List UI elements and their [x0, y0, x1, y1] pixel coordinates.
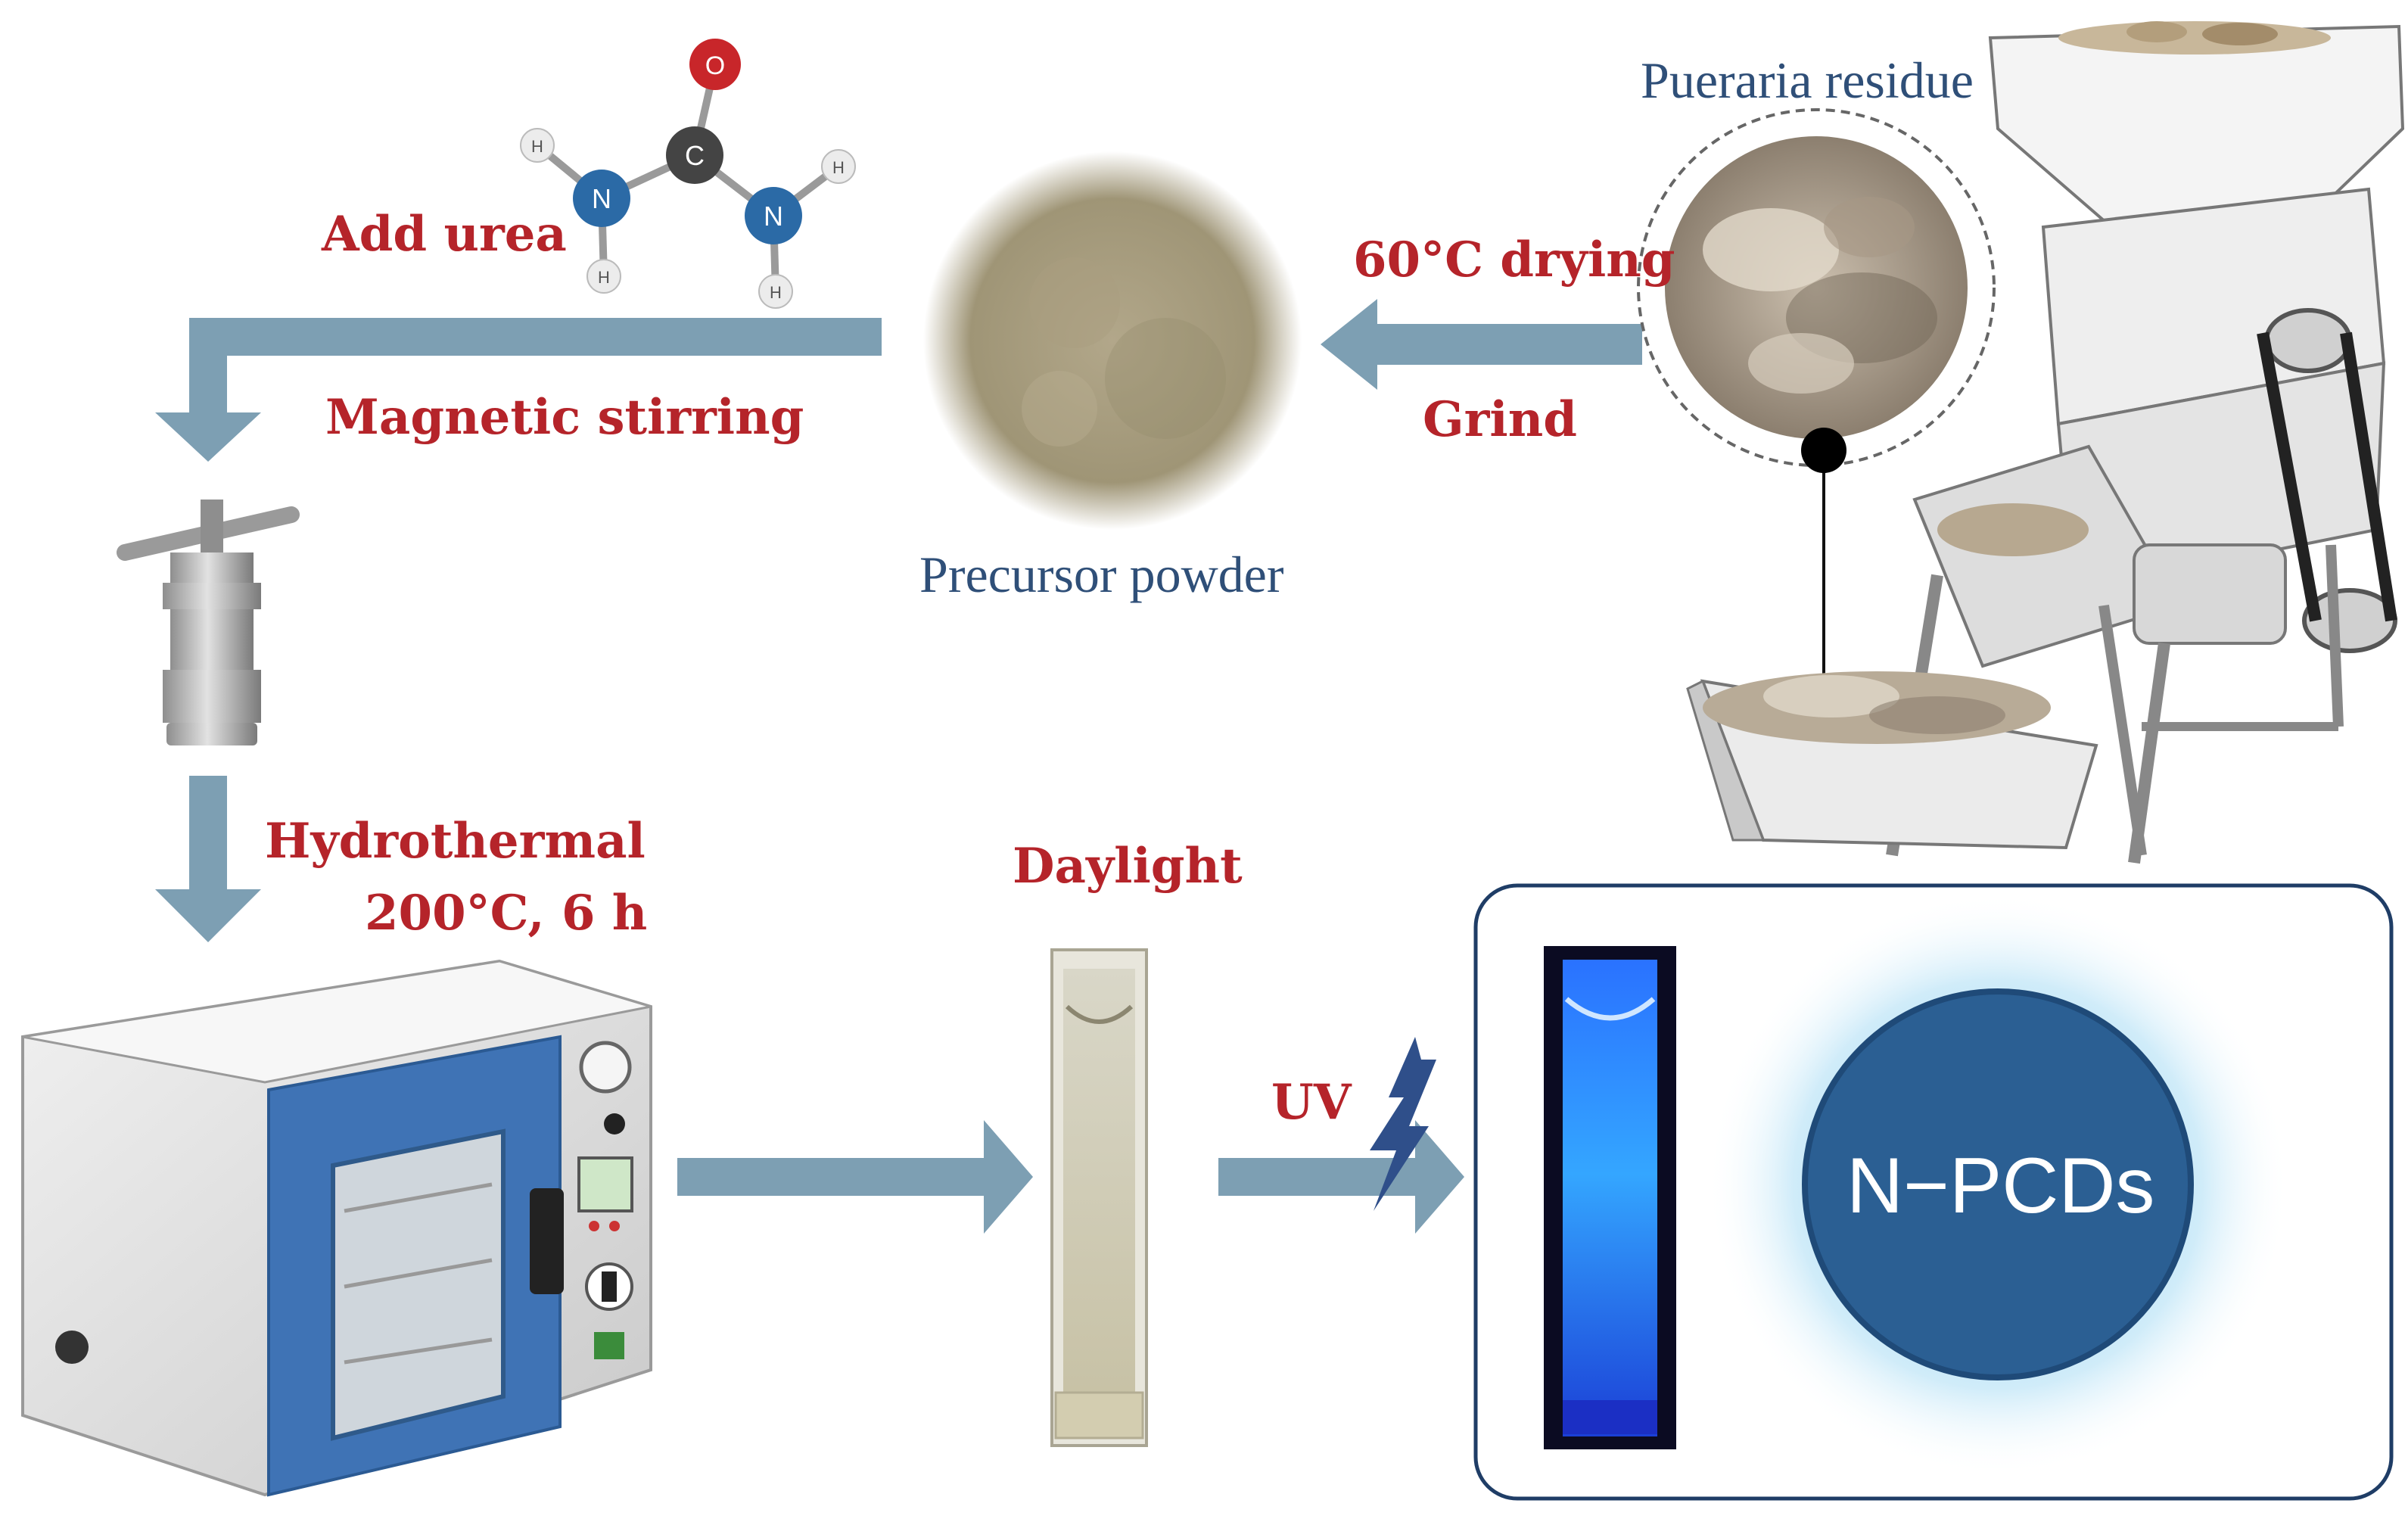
arrows: [155, 299, 1642, 1234]
atom-n-right: N: [764, 201, 783, 232]
atom-o: O: [705, 51, 725, 80]
arrow-cuvette-to-uv: [1218, 1120, 1464, 1234]
label-daylight: Daylight: [1013, 838, 1243, 895]
oven-icon: [21, 959, 652, 1497]
arrow-powder-to-autoclave: [155, 318, 882, 462]
uv-panel: [1473, 883, 2394, 1501]
label-uv: UV: [1271, 1074, 1352, 1131]
grinder-machine-icon: [1686, 21, 2405, 864]
cuvette-uv-icon: [1544, 946, 1676, 1449]
label-hydrothermal: Hydrothermal: [265, 813, 646, 870]
atom-n-left: N: [592, 183, 611, 214]
autoclave-icon: [117, 500, 300, 745]
powder-icon: [923, 151, 1302, 530]
label-precursor-powder: Precursor powder: [919, 546, 1284, 603]
atom-h-2: H: [598, 268, 610, 287]
cuvette-daylight-icon: [1050, 948, 1148, 1447]
arrow-residue-to-powder: [1321, 299, 1642, 390]
atom-h-3: H: [832, 158, 845, 177]
label-drying: 60°C drying: [1353, 232, 1675, 288]
atom-h-4: H: [770, 283, 782, 302]
lightning-icon: [1370, 1037, 1436, 1211]
label-add-urea: Add urea: [322, 206, 567, 263]
label-npcds: N−PCDs: [1846, 1142, 2155, 1230]
label-pueraria-residue: Pueraria residue: [1641, 51, 1974, 109]
npcds-circle: [1802, 988, 2194, 1380]
label-grind: Grind: [1423, 391, 1577, 448]
arrow-oven-to-cuvette: [677, 1120, 1033, 1234]
label-magnetic-stirring: Magnetic stirring: [325, 389, 804, 446]
atom-c: C: [685, 140, 705, 171]
label-hydrothermal-conditions: 200°C, 6 h: [365, 885, 648, 942]
arrow-autoclave-to-oven: [155, 776, 261, 942]
urea-molecule-icon: O C N N H H H H: [520, 39, 856, 309]
atom-h-1: H: [531, 137, 543, 156]
residue-magnifier: [1637, 108, 1996, 681]
